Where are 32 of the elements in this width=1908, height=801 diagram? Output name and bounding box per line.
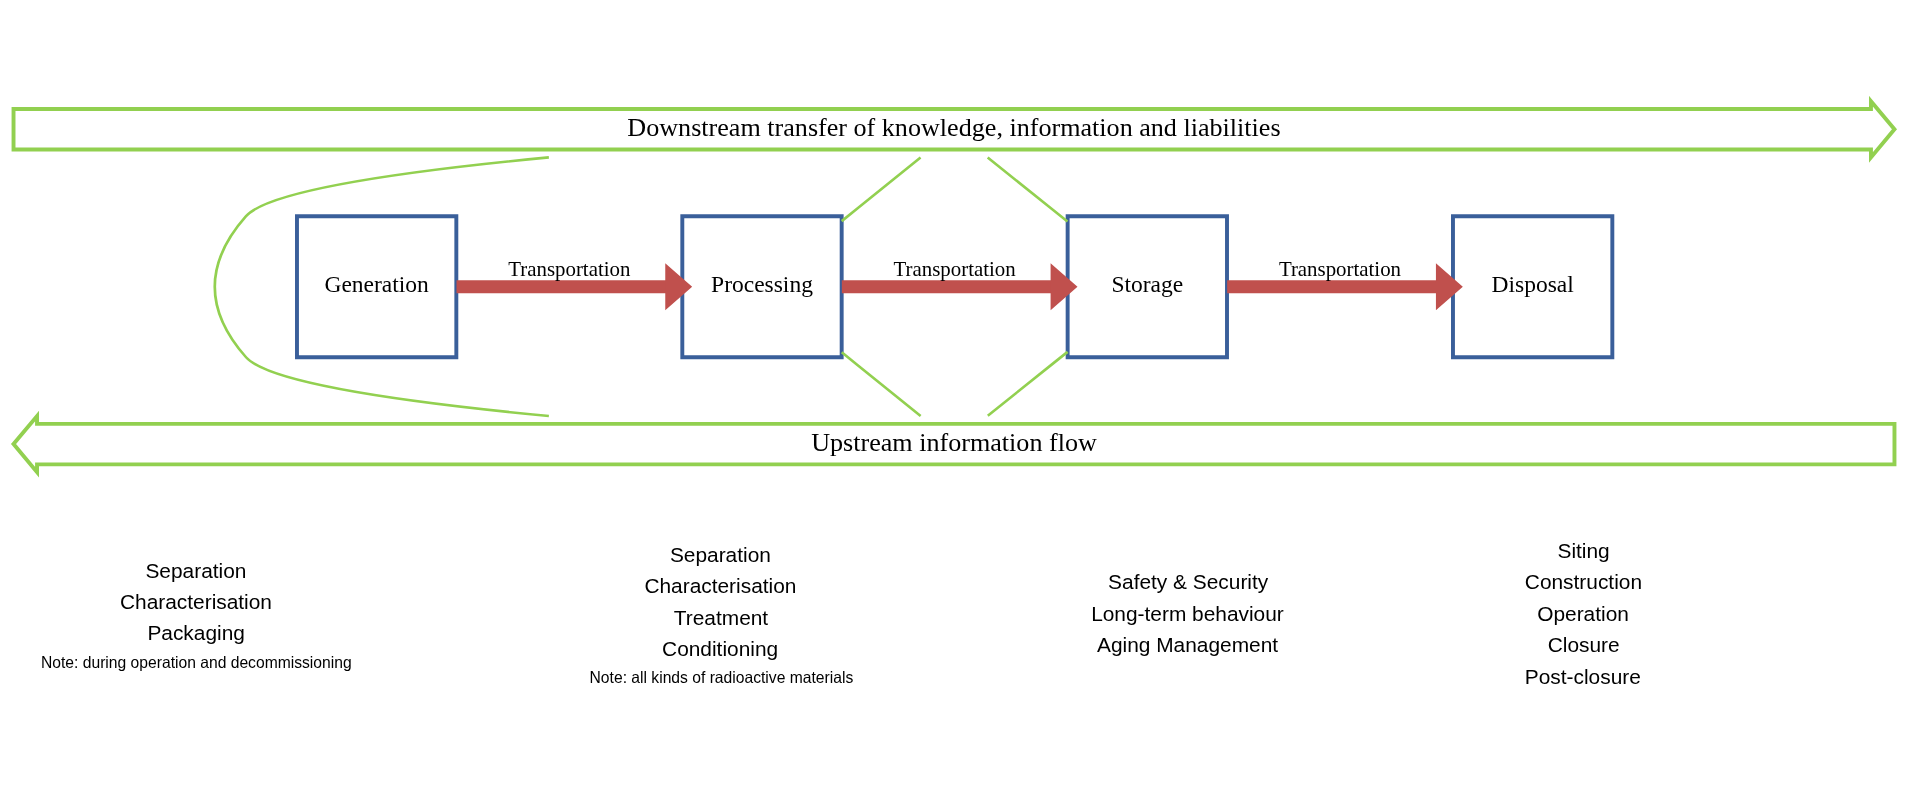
arrow (1227, 262, 1463, 310)
label: Siting (1557, 538, 1610, 562)
label: Packaging (147, 620, 245, 644)
edge-label: Transportation (893, 256, 1016, 281)
connector (986, 156, 1069, 222)
label: Conditioning (662, 636, 779, 660)
label: Operation (1537, 601, 1629, 625)
connector (840, 156, 922, 222)
label: Closure (1547, 632, 1620, 656)
edge-label: Transportation (1278, 256, 1402, 281)
label: Aging Management (1097, 632, 1279, 656)
node-box: Disposal (1451, 213, 1615, 359)
node-box: Generation (295, 213, 459, 359)
arrow (456, 262, 693, 310)
label: Note: during operation and decommissioning (40, 653, 352, 671)
label: Characterisation (644, 573, 797, 597)
label: Construction (1524, 569, 1642, 593)
label: Separation (669, 542, 771, 566)
label: Long-term behaviour (1091, 601, 1284, 625)
label: Characterisation (119, 589, 272, 613)
connector (987, 350, 1069, 417)
label: Note: all kinds of radioactive materials (589, 668, 854, 686)
label: Separation (145, 558, 247, 582)
connector (213, 155, 549, 417)
edge-label: Transportation (508, 256, 631, 281)
label: Post-closure (1524, 664, 1641, 688)
connector (840, 350, 922, 417)
label: Treatment (673, 605, 769, 629)
arrow (841, 262, 1078, 310)
label: Safety & Security (1108, 569, 1269, 593)
node-box: Storage (1065, 213, 1229, 359)
node-box: Processing (680, 213, 844, 359)
